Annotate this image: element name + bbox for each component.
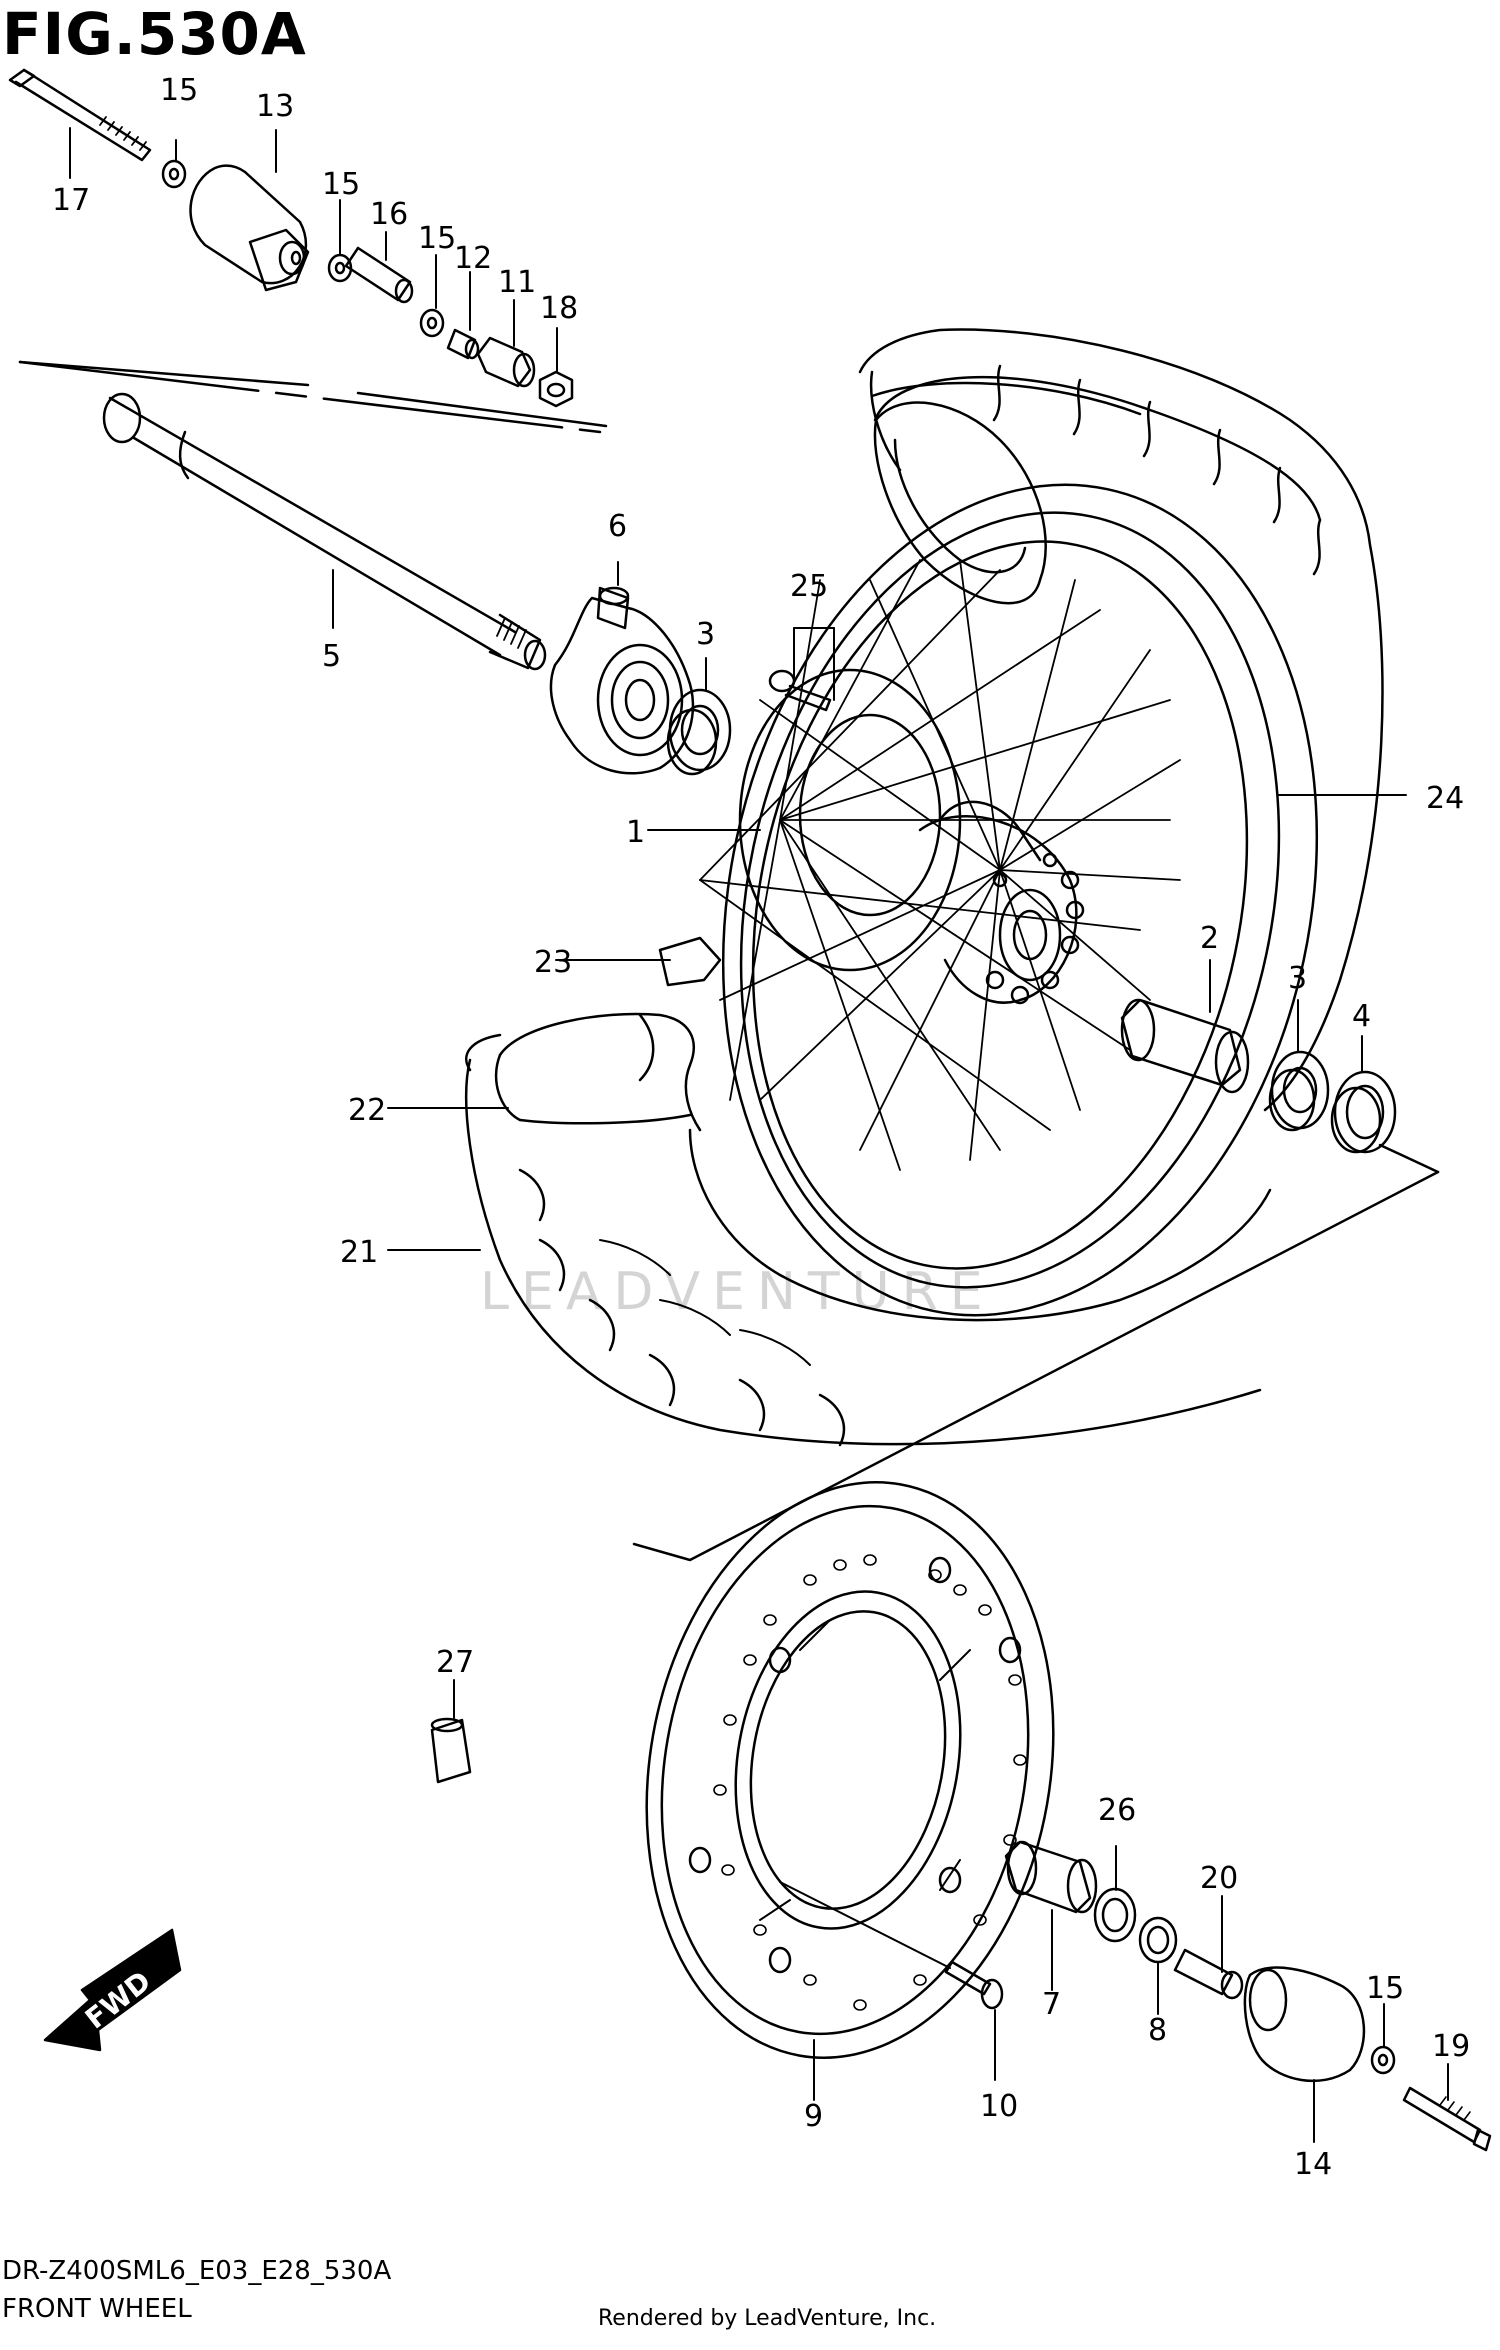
- hub-1: [738, 668, 1085, 1005]
- fwd-arrow-icon: [43, 1928, 182, 2052]
- disc-bolt-10: [944, 1960, 1004, 2010]
- callout-10: 10: [980, 2089, 1018, 2124]
- inner-tube-22: [494, 1012, 702, 1132]
- callout-5: 5: [322, 639, 341, 674]
- callout-7: 7: [1042, 1987, 1061, 2022]
- callout-4: 4: [1352, 999, 1371, 1034]
- diagram-code: DR-Z400SML6_E03_E28_530A: [2, 2256, 392, 2286]
- spokes: [699, 559, 1181, 1171]
- spacer-12: [446, 328, 480, 360]
- ring-26: [1093, 1887, 1137, 1943]
- weight-27: [430, 1717, 472, 1784]
- rim: [721, 483, 1319, 1317]
- axle-cap-13: [189, 164, 310, 292]
- leader-lines: [69, 127, 1449, 2143]
- callout-2: 2: [1200, 921, 1219, 956]
- callout-6: 6: [608, 509, 627, 544]
- callout-15d: 15: [1366, 1971, 1404, 2006]
- spacer-20: [1173, 1948, 1244, 2000]
- callout-25: 25: [790, 569, 828, 604]
- callout-12: 12: [454, 241, 492, 276]
- oil-seal-4: [1330, 1070, 1397, 1154]
- callout-17: 17: [52, 183, 90, 218]
- callout-24: 24: [1426, 781, 1464, 816]
- spacer-7: [1004, 1840, 1098, 1914]
- cap-14: [1243, 1966, 1366, 2083]
- callout-15b: 15: [322, 167, 360, 202]
- callout-1: 1: [626, 815, 645, 850]
- rendered-by: Rendered by LeadVenture, Inc.: [598, 2306, 937, 2331]
- gearbox-6: [549, 586, 695, 775]
- spacer-2: [1120, 998, 1250, 1094]
- callout-21: 21: [340, 1235, 378, 1270]
- callout-14: 14: [1294, 2147, 1332, 2182]
- callout-11: 11: [498, 265, 536, 300]
- callout-26: 26: [1098, 1793, 1136, 1828]
- callout-16: 16: [370, 197, 408, 232]
- axle-5: [102, 392, 547, 671]
- callout-8: 8: [1148, 2013, 1167, 2048]
- bolt-17: [8, 68, 152, 162]
- guide-lines: [18, 360, 1440, 1562]
- bearing-3a: [666, 688, 732, 776]
- callout-13: 13: [256, 89, 294, 124]
- callout-15c: 15: [418, 221, 456, 256]
- callout-3b: 3: [1288, 961, 1307, 996]
- callout-27: 27: [436, 1645, 474, 1680]
- bearing-3b: [1268, 1050, 1330, 1132]
- callout-19: 19: [1432, 2029, 1470, 2064]
- diagram-subtitle: FRONT WHEEL: [2, 2294, 192, 2324]
- callout-23: 23: [534, 945, 572, 980]
- rim-band-23: [658, 936, 722, 987]
- tire-front: [465, 1033, 1272, 1447]
- callout-3a: 3: [696, 617, 715, 652]
- nut-8: [1138, 1916, 1178, 1964]
- brake-disc-9: [645, 1481, 1055, 2059]
- tube-top: [873, 401, 1047, 605]
- spacer-16: [344, 246, 414, 304]
- callout-22: 22: [348, 1093, 386, 1128]
- bolt-19: [1402, 2086, 1492, 2152]
- callout-20: 20: [1200, 1861, 1238, 1896]
- collar-11: [476, 336, 536, 388]
- nut-18: [538, 370, 574, 408]
- callout-9: 9: [804, 2099, 823, 2134]
- callout-15a: 15: [160, 73, 198, 108]
- callout-18: 18: [540, 291, 578, 326]
- figure-title: FIG.530A: [2, 0, 307, 68]
